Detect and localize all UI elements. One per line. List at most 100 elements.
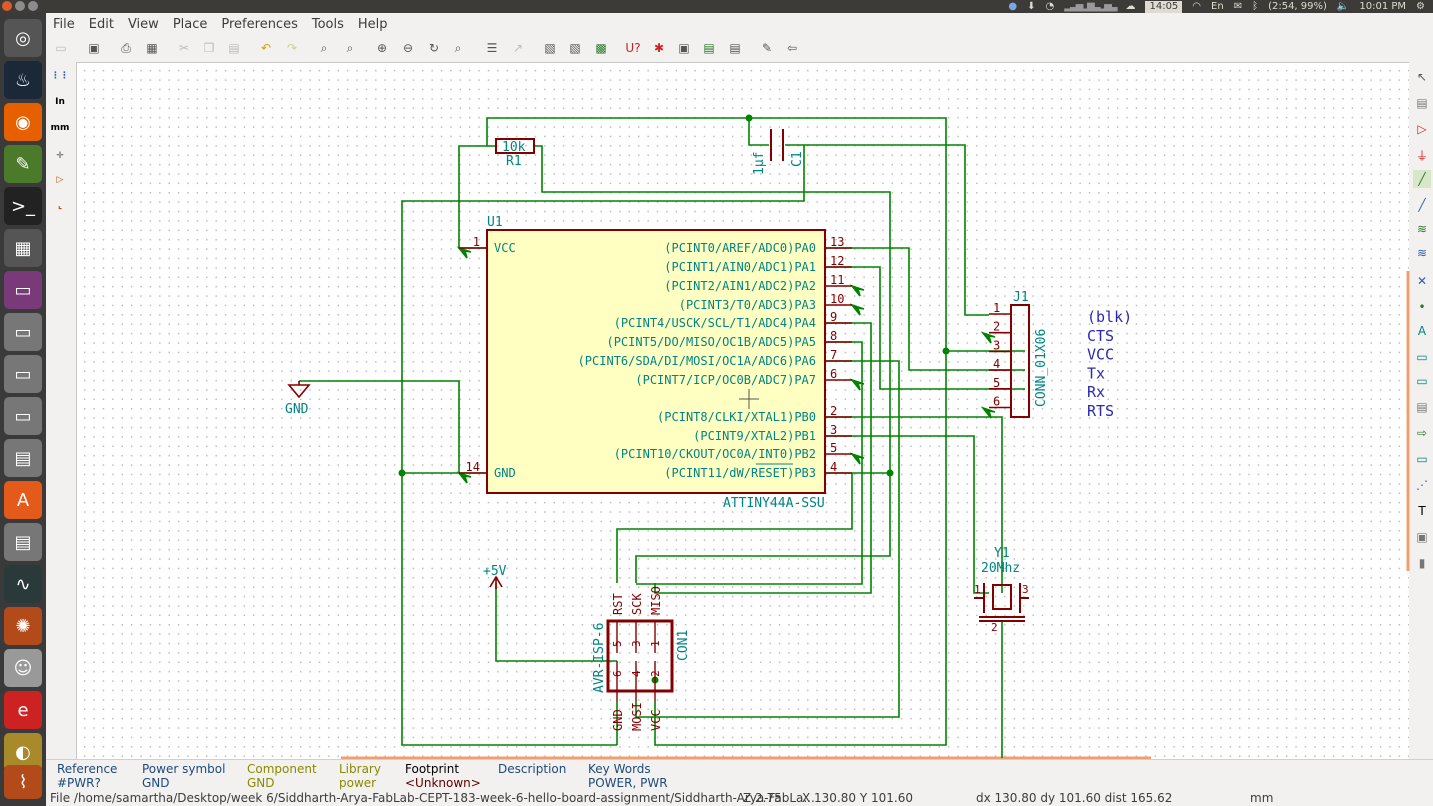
unconnected-flag[interactable] (849, 284, 865, 297)
menu-help[interactable]: Help (357, 16, 388, 32)
zoom-fit-icon[interactable]: ⌕ (454, 40, 462, 55)
unconnected-flag[interactable] (849, 452, 865, 465)
gimp-icon[interactable]: ☺ (4, 649, 42, 687)
battery-indicator[interactable]: (2:54, 99%) (1268, 1, 1327, 12)
schematic-drawing[interactable]: 10k R1 1µf C1 U1 ATTINY44A-SSU (PCINT0/A… (77, 63, 1410, 760)
copy-icon[interactable]: ❐ (203, 41, 215, 55)
wire[interactable] (826, 247, 1025, 371)
wire[interactable] (534, 145, 891, 583)
undo-icon[interactable]: ↶ (260, 41, 272, 55)
eeschema-icon[interactable]: ⌇ (4, 765, 42, 799)
library-browser-icon[interactable]: ▧ (569, 41, 581, 55)
settings-icon[interactable]: ◐ (4, 733, 42, 771)
hierarchical-sheet-icon[interactable]: ▤ (1416, 400, 1428, 414)
gnd-symbol[interactable] (287, 381, 311, 399)
drive-icon-2[interactable]: ▭ (4, 355, 42, 393)
schematic-canvas[interactable]: 10k R1 1µf C1 U1 ATTINY44A-SSU (PCINT0/A… (76, 62, 1410, 760)
grid-toggle-icon[interactable]: ⋮⋮ (51, 71, 69, 81)
graphic-line-icon[interactable]: ⋰ (1416, 478, 1428, 492)
update-icon[interactable]: ◔ (1045, 1, 1055, 12)
junction-dot[interactable] (942, 347, 950, 355)
c1-body[interactable] (770, 129, 784, 161)
highlight-net-icon[interactable]: ▤ (1416, 96, 1428, 110)
menu-place[interactable]: Place (172, 16, 208, 32)
hierarchical-label-icon[interactable]: ▭ (1416, 374, 1428, 388)
redo-icon[interactable]: ↷ (286, 41, 298, 55)
terminal-icon[interactable]: >_ (4, 187, 42, 225)
cvpcb-icon[interactable]: ▣ (678, 41, 690, 55)
new-sheet-icon[interactable]: ▭ (55, 41, 67, 55)
weather-icon[interactable]: ☁ (1125, 1, 1136, 12)
net-label-icon[interactable]: A (1417, 324, 1427, 338)
graphic-text-icon[interactable]: T (1418, 504, 1426, 518)
delete-item-icon[interactable]: ▮ (1418, 556, 1426, 570)
place-power-icon[interactable]: ⏚ (1415, 148, 1428, 163)
place-bus-icon[interactable]: ╱ (1418, 198, 1426, 212)
bluetooth-icon[interactable]: ᛒ (1252, 1, 1259, 12)
junction-dot[interactable] (398, 469, 406, 477)
unconnected-flag[interactable] (980, 331, 996, 344)
wire[interactable] (826, 266, 1025, 390)
close-window-icon[interactable] (2, 1, 12, 11)
page-settings-icon[interactable]: ▣ (88, 41, 100, 55)
steam-icon[interactable]: ♨ (4, 61, 42, 99)
wire[interactable] (486, 117, 947, 351)
wire[interactable] (826, 435, 989, 594)
files-icon[interactable]: ▤ (4, 523, 42, 561)
r1-body[interactable] (495, 138, 535, 154)
units-mm-button[interactable]: mm (50, 118, 70, 138)
wire[interactable] (654, 322, 872, 594)
global-label-icon[interactable]: ▭ (1416, 350, 1428, 364)
maximize-window-icon[interactable] (28, 1, 38, 11)
unconnected-flag[interactable] (980, 406, 996, 419)
netlist-icon[interactable]: ▤ (703, 41, 715, 55)
kicad-app-icon[interactable]: ▭ (4, 271, 42, 309)
clock-indicator[interactable]: 14:05 (1145, 0, 1183, 13)
bom-icon[interactable]: ▤ (729, 41, 741, 55)
sheet-pin-icon[interactable]: ▭ (1416, 452, 1428, 466)
wire[interactable] (495, 583, 617, 662)
volume-icon[interactable]: 🔈 (1336, 1, 1350, 12)
place-image-icon[interactable]: ▣ (1416, 530, 1428, 544)
footprint-editor-icon[interactable]: ▩ (595, 41, 607, 55)
power-icon[interactable]: ⚙ (1416, 1, 1425, 12)
menu-view[interactable]: View (127, 16, 159, 32)
wire[interactable] (654, 351, 947, 746)
unconnected-flag[interactable] (849, 378, 865, 391)
drive-icon-3[interactable]: ▭ (4, 397, 42, 435)
select-arrow-icon[interactable]: ↖ (1416, 70, 1428, 84)
junction-icon[interactable]: • (1418, 300, 1426, 314)
clock-time[interactable]: 10:01 PM (1359, 1, 1407, 12)
wire[interactable] (785, 144, 989, 316)
no-connect-icon[interactable]: ✕ (1416, 274, 1428, 288)
inkscape-icon[interactable]: ✎ (4, 145, 42, 183)
wire[interactable] (826, 416, 1003, 593)
u1-body[interactable] (486, 229, 826, 494)
workspace-icon[interactable]: ▦ (4, 229, 42, 267)
unconnected-flag[interactable] (456, 246, 472, 259)
find-icon[interactable]: ⌕ (320, 40, 328, 55)
unconnected-flag[interactable] (456, 471, 472, 484)
wire[interactable] (401, 145, 805, 746)
back-annotate-icon[interactable]: ⇦ (786, 41, 798, 55)
eagle-icon[interactable]: e (4, 691, 42, 729)
hierarchy-icon[interactable]: ☰ (486, 41, 498, 55)
plot-icon[interactable]: ▦ (146, 41, 158, 55)
cursor-shape-icon[interactable]: ✛ (56, 151, 64, 161)
print-icon[interactable]: ⎙ (121, 40, 131, 55)
hidden-pins-icon[interactable]: ▷ (56, 175, 64, 185)
erc-icon[interactable]: ✱ (653, 41, 665, 55)
library-editor-icon[interactable]: ▧ (544, 41, 556, 55)
keyboard-layout[interactable]: En (1211, 1, 1224, 12)
software-center-icon[interactable]: A (4, 481, 42, 519)
wire[interactable] (616, 473, 853, 583)
team-fortress-icon[interactable]: ✺ (4, 607, 42, 645)
bus-to-bus-entry-icon[interactable]: ≋ (1416, 246, 1428, 260)
wire-to-bus-entry-icon[interactable]: ≋ (1416, 222, 1428, 236)
wire[interactable] (748, 118, 769, 146)
firefox-icon[interactable]: ◉ (4, 103, 42, 141)
import-footprint-icon[interactable]: ✎ (761, 41, 773, 55)
cut-icon[interactable]: ✂ (178, 41, 190, 55)
find-replace-icon[interactable]: ⌕ (346, 40, 354, 55)
wire-45-icon[interactable]: ⌞ (57, 201, 63, 211)
